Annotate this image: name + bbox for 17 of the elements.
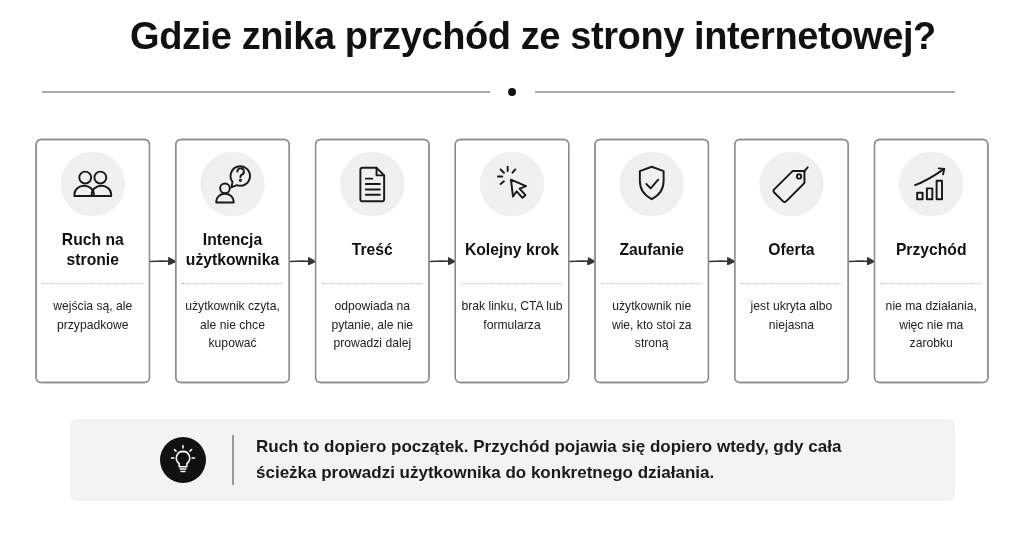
step-description: jest ukryta albo niejasna bbox=[749, 297, 834, 334]
arrow bbox=[568, 256, 596, 266]
step-title: Przychód bbox=[895, 239, 967, 260]
step-description: wejścia są, ale przypadkowe bbox=[52, 297, 134, 334]
step-description: odpowiada na pytanie, ale nie prowadzi dalej bbox=[330, 297, 415, 353]
step-title: Ruch na stronie bbox=[60, 229, 125, 271]
step-title: Zaufanie bbox=[619, 239, 684, 260]
title: Gdzie znika przychód ze strony internetowej? bbox=[130, 14, 936, 59]
step-description: nie ma działania, więc nie ma zarobku bbox=[884, 297, 978, 353]
step-title: Kolejny krok bbox=[464, 239, 560, 260]
step-title: Intencja użytkownika bbox=[184, 229, 281, 271]
step-title: Oferta bbox=[768, 239, 815, 260]
step-description: użytkownik nie wie, kto stoi za stroną bbox=[610, 297, 693, 353]
note-text: Ruch to dopiero początek. Przychód pojawia się dopiero wtedy, gdy cała ścieżka prowadzi użytkownika do konkretnego działania. bbox=[256, 436, 843, 484]
step-title: Treść bbox=[351, 239, 393, 260]
step-description: brak linku, CTA lub formularza bbox=[461, 297, 563, 334]
step-description: użytkownik czyta, ale nie chce kupować bbox=[184, 297, 281, 353]
